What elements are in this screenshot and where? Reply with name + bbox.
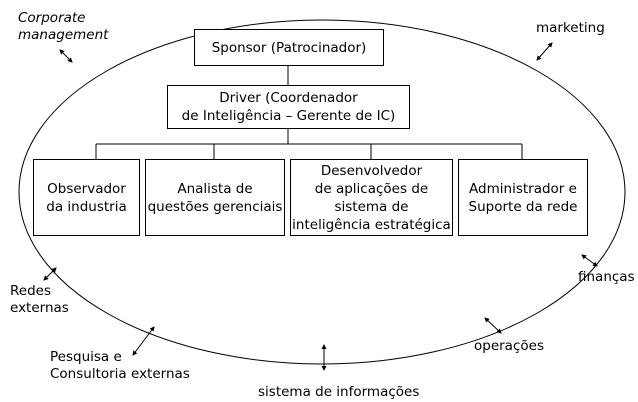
label-operacoes: operações bbox=[474, 338, 544, 354]
driver-label: Driver (Coordenador de Inteligência – Ge… bbox=[181, 90, 396, 124]
arrow-financas-icon bbox=[581, 254, 598, 267]
arrow-operacoes-icon bbox=[484, 317, 502, 334]
label-pesquisa: Pesquisa e Consultoria externas bbox=[50, 349, 190, 382]
role-box-administrador: Administrador e Suporte da rede bbox=[458, 159, 588, 236]
label-corporate-management: Corporate management bbox=[18, 10, 109, 43]
role-label-administrador: Administrador e Suporte da rede bbox=[468, 180, 578, 215]
label-marketing: marketing bbox=[536, 20, 605, 36]
arrow-corporate-management-icon bbox=[59, 49, 73, 63]
role-label-desenvolvedor: Desenvolvedor de aplicações de sistema d… bbox=[292, 162, 451, 233]
arrow-pesquisa-icon bbox=[132, 326, 155, 356]
role-label-observador: Observador da industria bbox=[46, 180, 127, 215]
label-financas: finanças bbox=[578, 269, 635, 285]
label-sistema-informacoes: sistema de informações bbox=[258, 384, 420, 400]
arrow-redes-icon bbox=[43, 267, 57, 281]
arrow-marketing-icon bbox=[536, 42, 553, 61]
role-box-analista: Analista de questões gerenciais bbox=[145, 159, 285, 236]
label-redes: Redes externas bbox=[10, 283, 69, 316]
role-label-analista: Analista de questões gerenciais bbox=[147, 180, 283, 215]
sponsor-box: Sponsor (Patrocinador) bbox=[194, 29, 384, 66]
sponsor-label: Sponsor (Patrocinador) bbox=[211, 39, 367, 56]
role-box-observador: Observador da industria bbox=[33, 159, 140, 236]
driver-box: Driver (Coordenador de Inteligência – Ge… bbox=[167, 85, 410, 129]
role-box-desenvolvedor: Desenvolvedor de aplicações de sistema d… bbox=[290, 159, 453, 236]
